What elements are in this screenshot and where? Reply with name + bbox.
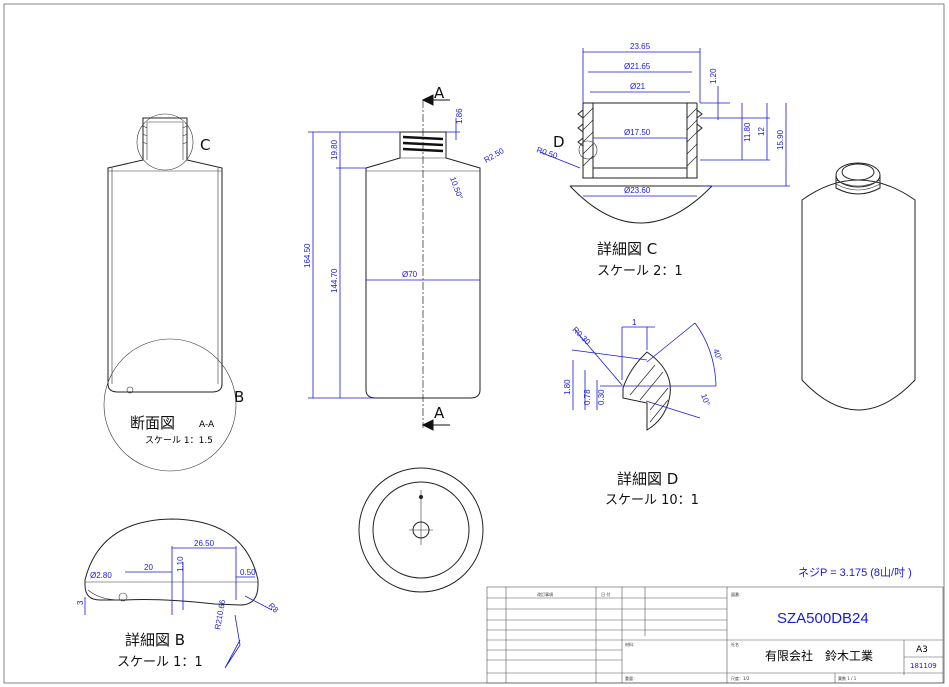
dim-b-r1: R210.66 — [213, 598, 227, 630]
dim-c-h2: 11.80 — [743, 122, 752, 142]
dim-b-w2: 20 — [144, 563, 153, 572]
dim-c-h4: 15.90 — [776, 129, 785, 150]
dim-total-height: 164.50 — [303, 243, 312, 268]
dim-shoulder-angle: 10.50° — [448, 176, 464, 201]
company-name: 有限会社 鈴木工業 — [765, 648, 873, 663]
detail-c-title: 詳細図 C — [597, 240, 657, 258]
drawing-border — [3, 3, 945, 684]
revision-header: 改訂事項 — [537, 591, 553, 597]
dim-body-height: 144.70 — [330, 268, 339, 293]
marker-d: D — [553, 133, 565, 151]
dim-c-d3: Ø17.50 — [624, 128, 651, 137]
detail-c: 23.65 Ø21.65 Ø21 Ø17.50 Ø23.60 1.20 11.8… — [535, 42, 790, 279]
section-sub: A-A — [199, 420, 215, 430]
dim-d-h2: 0.78 — [583, 389, 592, 405]
thread-note: ネジP = 3.175 (8山/吋 ) — [798, 566, 912, 579]
dim-d-h3: 0.30 — [597, 389, 606, 405]
section-title: 断面図 — [130, 414, 175, 432]
dim-b-h2: 0.50 — [240, 568, 256, 577]
detail-b-circle — [103, 338, 237, 472]
dim-d-r: R0.30 — [571, 325, 593, 347]
dim-c-width: 23.65 — [630, 42, 651, 51]
front-view: A A 164.50 144.70 19.80 1.86 R2.50 10.50… — [303, 84, 506, 431]
scale-label: 尺度：1/2 — [731, 675, 750, 681]
material-label: 材料： — [625, 641, 637, 647]
detail-b-scale: スケール 1：1 — [117, 655, 203, 670]
section-mark-top: A — [434, 84, 445, 102]
dim-b-d: Ø2.80 — [90, 571, 112, 580]
dim-c-d4: Ø23.60 — [624, 186, 651, 195]
dim-b-r2: R8 — [267, 601, 281, 615]
section-scale: スケール 1：1.5 — [145, 435, 213, 446]
detail-d-title: 詳細図 D — [617, 470, 678, 488]
detail-d-scale: スケール 10：1 — [605, 493, 699, 508]
dim-c-h1: 1.20 — [709, 68, 718, 84]
dim-b-h1: 1.10 — [176, 556, 185, 572]
dim-shoulder-radius: R2.50 — [483, 146, 506, 165]
date-code: 181109 — [910, 662, 937, 670]
dim-thread-top: 1.86 — [455, 108, 464, 124]
detail-c-circle — [136, 113, 194, 171]
detail-b-title: 詳細図 B — [125, 631, 185, 649]
dim-c-d1: Ø21.65 — [624, 62, 651, 71]
title-block: 改訂事項 日 付 図番： SZA500DB24 材料： 社名 有限会社 鈴木工業… — [486, 586, 944, 684]
bottom-view — [358, 467, 484, 593]
detail-d: 1 R0.30 1.80 0.78 0.30 40° 10° 詳細図 D スケー… — [563, 318, 724, 508]
marker-c: C — [200, 136, 210, 154]
dim-b-h3: 3 — [76, 600, 85, 605]
sheet-label: 葉数 1 / 1 — [838, 675, 857, 681]
section-view: C B 断面図 A-A スケール 1：1.5 — [103, 113, 244, 472]
dim-c-d2: Ø21 — [630, 82, 646, 91]
date-header: 日 付 — [601, 591, 610, 597]
detail-b: 26.50 20 Ø2.80 1.10 0.50 3 R210.66 R8 詳細… — [76, 518, 281, 670]
company-label: 社名 — [731, 641, 739, 647]
dim-c-h3: 12 — [757, 127, 766, 136]
paper-size: A3 — [916, 645, 928, 655]
weight-label: 重量： — [625, 675, 637, 681]
drawing-number: SZA500DB24 — [777, 610, 869, 627]
dim-d-h1: 1.80 — [563, 379, 572, 395]
dim-b-w1: 26.50 — [194, 539, 215, 548]
detail-c-scale: スケール 2：1 — [597, 264, 683, 279]
dim-d-a2: 10° — [699, 393, 712, 407]
dim-d-w: 1 — [632, 318, 637, 327]
marker-b: B — [234, 388, 244, 406]
dim-d-a1: 40° — [711, 348, 724, 362]
dim-diameter: Ø70 — [402, 270, 418, 279]
drawing-no-label: 図番： — [731, 591, 743, 597]
section-mark-bottom: A — [434, 404, 445, 422]
isometric-view — [801, 162, 916, 411]
dim-neck-height: 19.80 — [330, 139, 339, 160]
